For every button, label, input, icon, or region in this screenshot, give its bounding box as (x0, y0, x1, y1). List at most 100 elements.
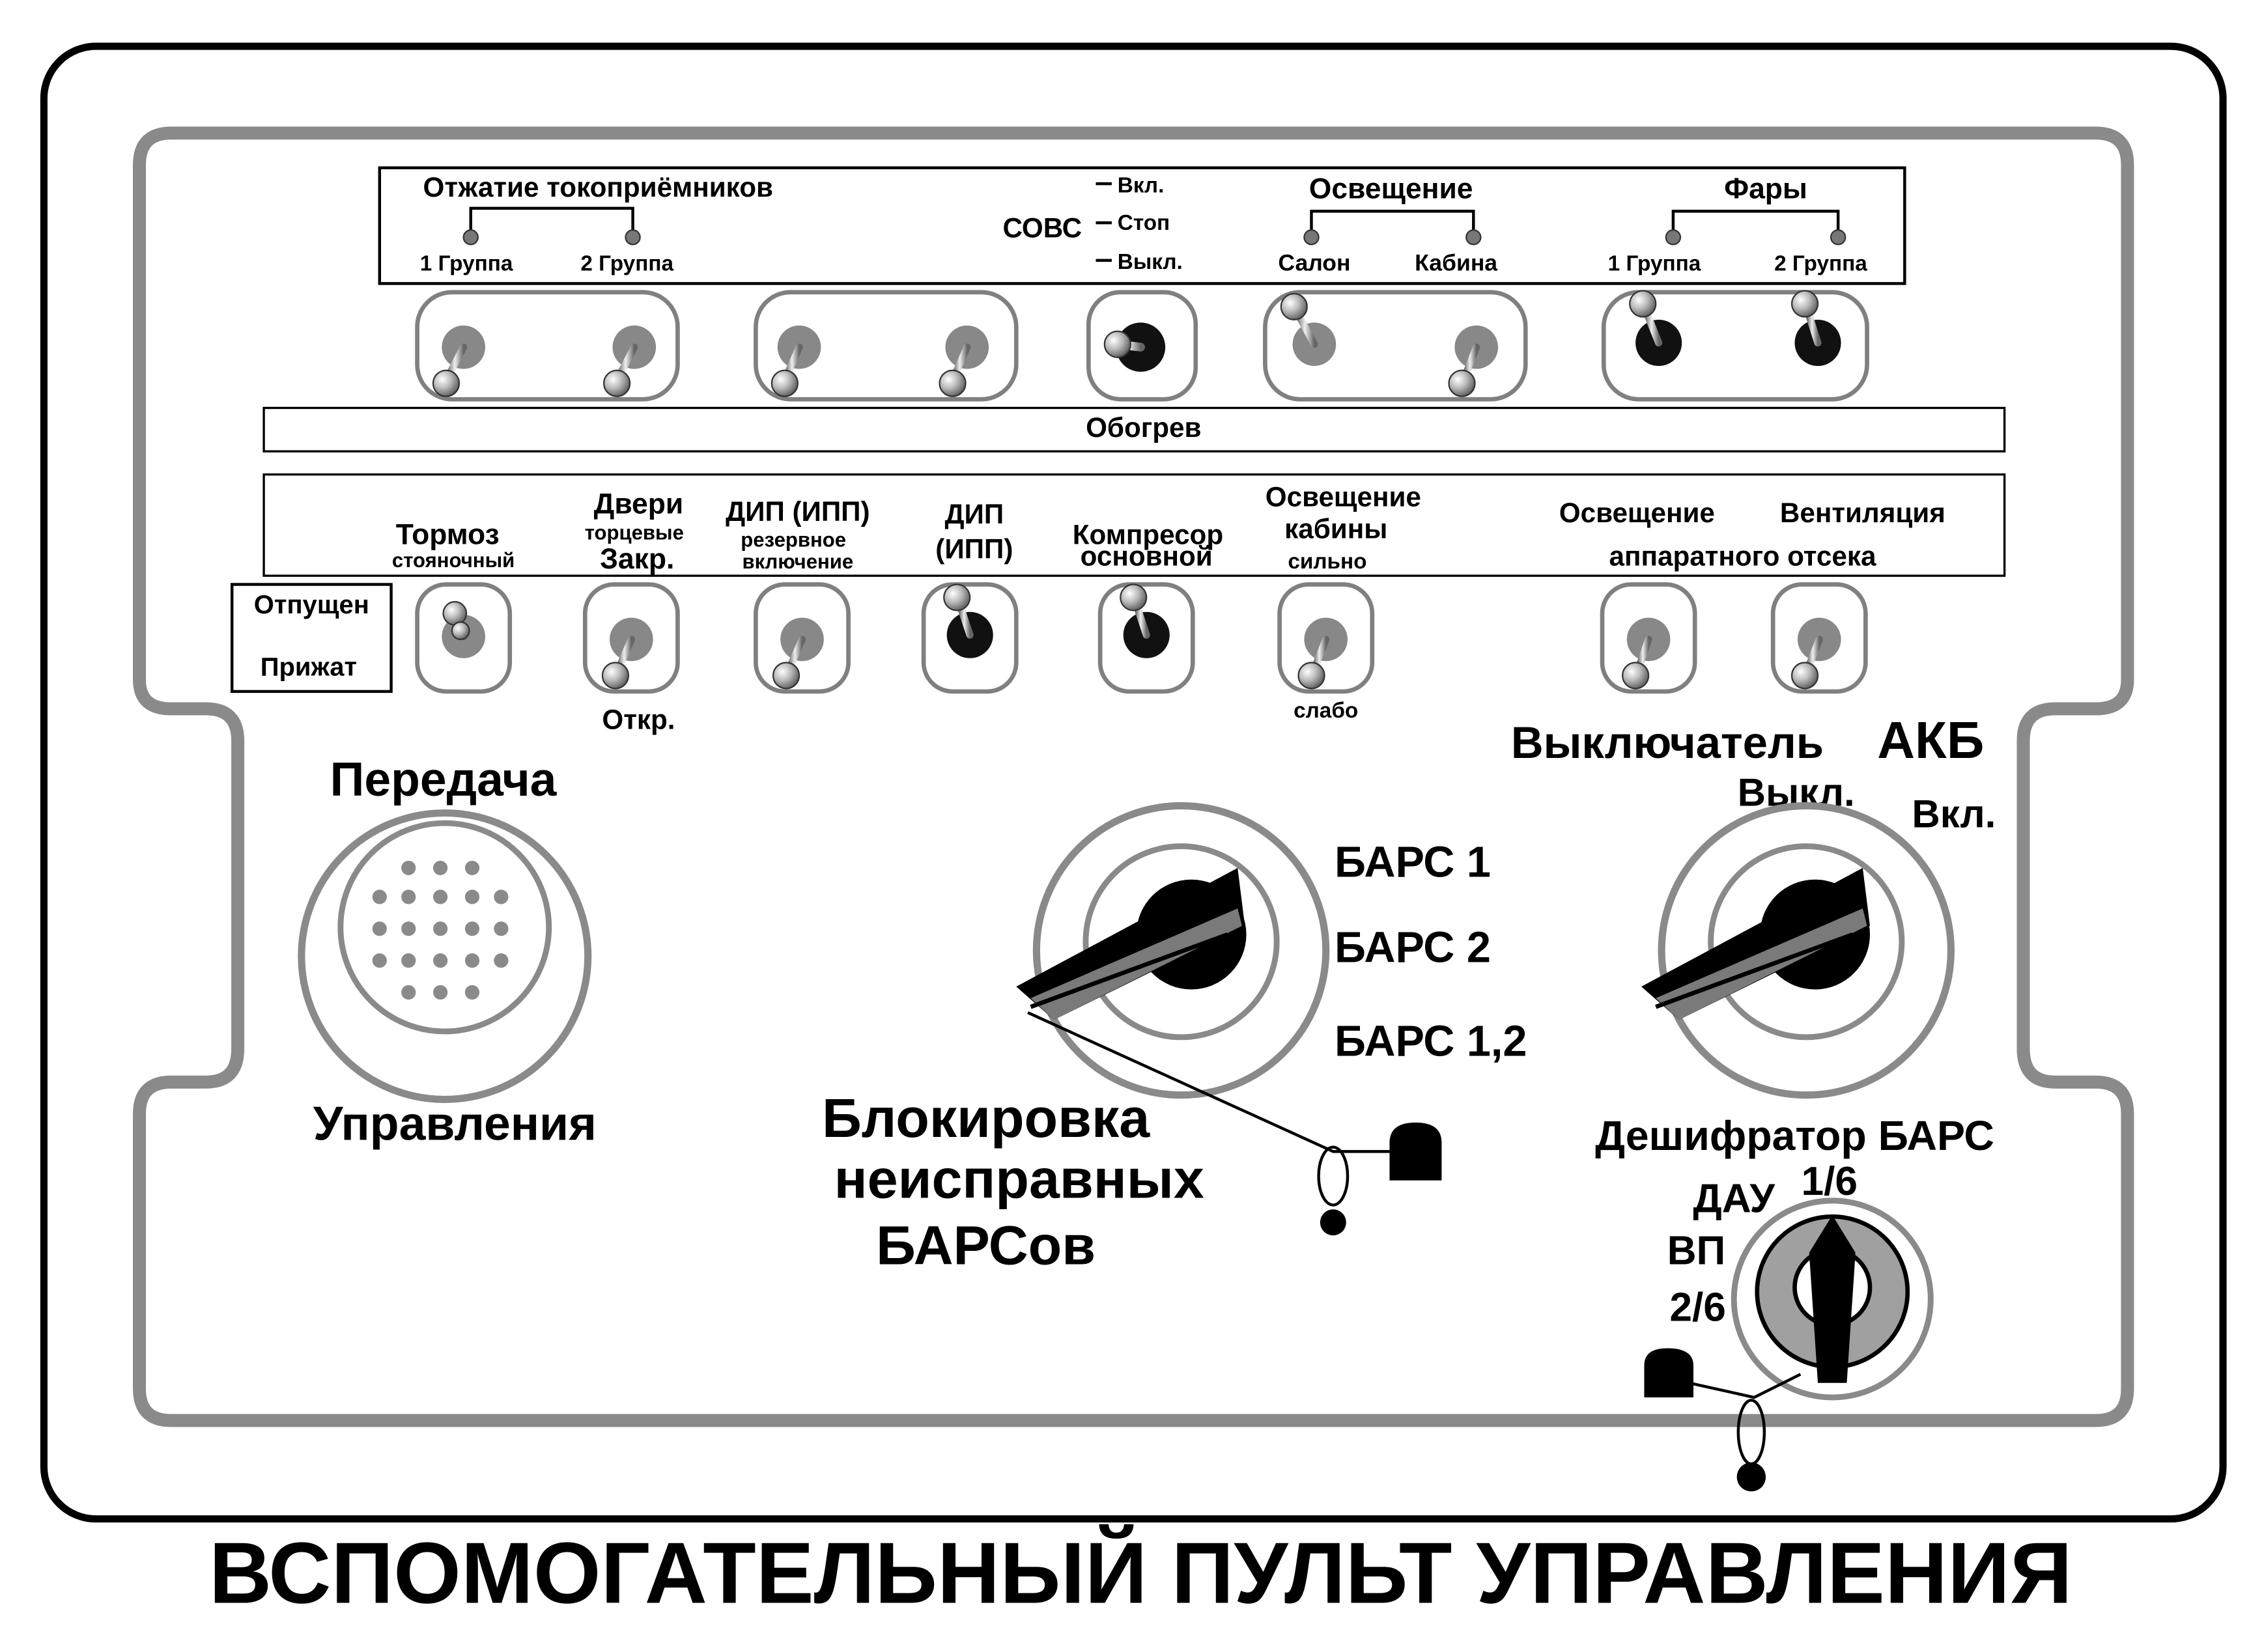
speaker-grille (298, 809, 592, 1103)
toggle-bezel (921, 582, 1019, 694)
decoder-selector-switch[interactable] (1731, 1197, 1934, 1401)
inner-plate (133, 126, 2134, 1427)
parking-brake-toggle[interactable] (442, 601, 485, 658)
transmission-top-label: Передача (330, 753, 558, 806)
sovs-off-label: Выкл. (1118, 250, 1183, 274)
apparatus-vent-title: Вентиляция (1780, 497, 1946, 528)
apparatus-light-toggle[interactable] (1621, 617, 1671, 690)
toggle-bezel (1097, 582, 1195, 694)
page-title: ВСПОМОГАТЕЛЬНЫЙ ПУЛЬТ УПРАВЛЕНИЯ (209, 1524, 2073, 1621)
dip-reserve-toggle[interactable] (772, 617, 824, 690)
toggle-switch[interactable] (771, 325, 821, 397)
dip-title2: (ИПП) (935, 534, 1013, 565)
cabin-light-toggle[interactable] (1448, 325, 1499, 397)
apparatus-compartment-label: аппаратного отсека (1609, 541, 1876, 572)
lighting-title: Освещение (1309, 173, 1473, 204)
pantograph-bracket (469, 206, 634, 238)
cabin-lighting-title2: кабины (1284, 513, 1387, 544)
pantograph-title: Отжатие токоприёмников (423, 172, 773, 203)
sovs-title: СОВС (1002, 212, 1082, 243)
toggle-bezel (1263, 290, 1528, 402)
bars12-label: БАРС 1,2 (1335, 1018, 1527, 1066)
dip-title1: ДИП (945, 499, 1004, 529)
decoder-16-label: 1/6 (1802, 1159, 1858, 1204)
indicator-lamp (1303, 229, 1320, 245)
end-doors-toggle[interactable] (601, 617, 653, 690)
battery-title-a: Выключатель (1511, 718, 1824, 768)
decoder-title: Дешифратор БАРС (1595, 1112, 1994, 1159)
middle-label-box (262, 473, 2006, 577)
pantograph-group1-label: 1 Группа (420, 251, 513, 275)
toggle-switch[interactable] (939, 325, 989, 397)
decoder-dau-label: ДАУ (1693, 1177, 1776, 1222)
indicator-lamp (1465, 229, 1482, 245)
toggle-bezel (1600, 582, 1697, 694)
salon-light-toggle[interactable] (1280, 292, 1337, 367)
indicator-lamp (625, 229, 641, 245)
heating-bar (262, 406, 2006, 453)
speaker-holes (372, 860, 509, 1000)
headlights-group2-toggle[interactable] (1790, 290, 1841, 367)
transmission-bottom-label: Управления (313, 1097, 597, 1151)
bars-block-title2: неисправных (834, 1148, 1204, 1209)
pantograph-group1-toggle[interactable] (432, 325, 485, 397)
brake-title: Тормоз (396, 518, 500, 550)
bars-block-title3: БАРСов (876, 1215, 1096, 1276)
dip-toggle[interactable] (943, 583, 993, 658)
key-chain (1027, 1011, 1390, 1153)
compressor-toggle[interactable] (1120, 583, 1170, 658)
toggle-bezel (415, 582, 513, 694)
apparatus-light-title: Освещение (1559, 497, 1715, 528)
cabin-label: Кабина (1415, 249, 1497, 275)
key-ring (1317, 1145, 1350, 1207)
bars2-label: БАРС 2 (1335, 923, 1491, 972)
doors-sub: торцевые (585, 522, 684, 544)
key-chain (1675, 1373, 1802, 1399)
ventilation-toggle[interactable] (1790, 617, 1841, 690)
toggle-bezel (754, 582, 851, 694)
toggle-bezel (1277, 582, 1375, 694)
key-cap (1389, 1122, 1442, 1181)
released-label: Отпущен (254, 591, 369, 619)
indicator-lamp (462, 229, 479, 245)
compressor-title1: Компресор (1073, 519, 1223, 550)
toggle-bezel (1770, 582, 1868, 694)
cabin-lighting-title1: Освещение (1266, 482, 1421, 512)
toggle-bezel (1086, 290, 1198, 402)
battery-title-b: АКБ (1877, 711, 1984, 769)
lighting-bracket (1310, 210, 1475, 238)
toggle-bezel (1601, 290, 1869, 402)
brake-sub: стояночный (392, 549, 515, 572)
pantograph-group2-toggle[interactable] (603, 325, 657, 397)
pressed-label: Прижат (261, 652, 357, 681)
decoder-vp-label: ВП (1667, 1229, 1726, 1274)
toggle-bezel (754, 290, 1019, 402)
heating-label: Обогрев (1086, 412, 1201, 443)
indicator-lamp (1665, 229, 1682, 245)
headlights-group1-toggle[interactable] (1629, 290, 1682, 367)
cabin-lighting-strong: сильно (1288, 550, 1366, 574)
brake-state-box (230, 583, 393, 693)
doors-closed-label: Закр. (600, 543, 674, 575)
battery-switch[interactable] (1641, 802, 1955, 1099)
doors-title: Двери (594, 488, 684, 520)
cabin-lighting-toggle[interactable] (1297, 617, 1348, 690)
key-fob (1736, 1462, 1766, 1492)
cabin-lighting-weak: слабо (1294, 699, 1358, 723)
headlights-group2-label: 2 Группа (1774, 251, 1867, 275)
sovs-on-label: Вкл. (1118, 173, 1165, 197)
bars-selector-switch[interactable] (1016, 802, 1330, 1099)
bars-block-title1: Блокировка (822, 1087, 1150, 1149)
toggle-bezel (582, 582, 680, 694)
dip-reserve-sub1: резервное (741, 529, 846, 552)
compressor-title2: основной (1081, 541, 1213, 572)
battery-on-label: Вкл. (1912, 792, 1996, 836)
toggle-bezel (415, 290, 680, 402)
sovs-toggle[interactable] (1103, 322, 1166, 372)
headlights-title: Фары (1724, 173, 1807, 204)
pantograph-group2-label: 2 Группа (580, 251, 673, 275)
bars1-label: БАРС 1 (1335, 838, 1491, 886)
salon-label: Салон (1278, 249, 1350, 275)
dip-reserve-title: ДИП (ИПП) (726, 496, 870, 527)
key-fob (1320, 1209, 1346, 1236)
